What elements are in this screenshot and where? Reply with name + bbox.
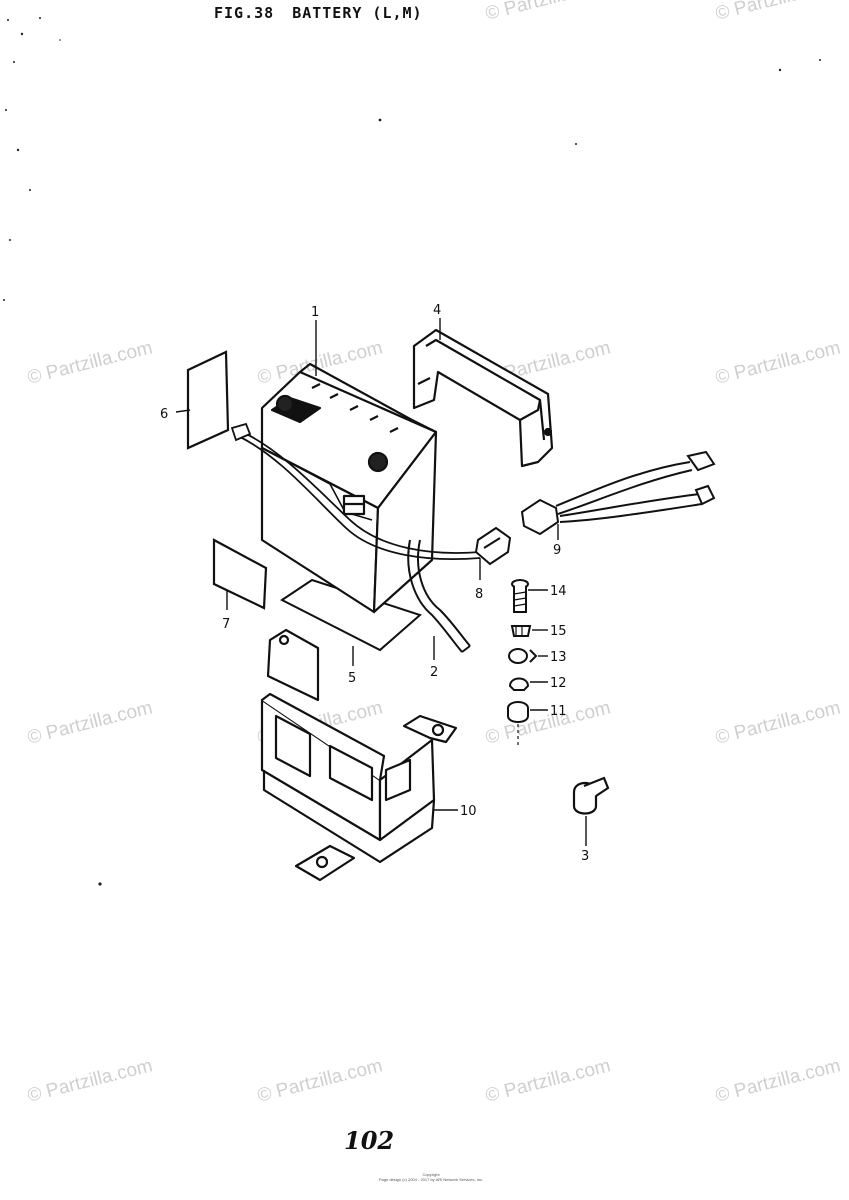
figure-number: FIG.38 (214, 4, 275, 22)
callout-10: 10 (460, 804, 477, 819)
page-number: 102 (344, 1126, 395, 1155)
callout-1: 1 (311, 305, 319, 320)
callout-12: 12 (550, 676, 567, 691)
callout-3: 3 (581, 849, 589, 864)
battery-pad (280, 578, 422, 652)
fasteners (507, 579, 538, 746)
battery (260, 362, 438, 614)
callout-14: 14 (550, 584, 567, 599)
washer-13 (508, 648, 538, 664)
vent-tube (407, 539, 471, 653)
callout-15: 15 (550, 624, 567, 639)
callout-11: 11 (550, 704, 567, 719)
callout-8: 8 (475, 587, 483, 602)
wire-clamp (572, 776, 610, 815)
callout-4: 4 (433, 303, 441, 318)
battery-band (412, 328, 554, 468)
scan-noise (3, 17, 821, 886)
copyright-line-2: Page design (c) 2004 - 2017 by ARI Netwo… (378, 1177, 484, 1182)
copyright-notice: Copyright Page design (c) 2004 - 2017 by… (366, 1172, 496, 1182)
callout-2: 2 (430, 665, 438, 680)
callout-9: 9 (553, 543, 561, 558)
bolt-14 (511, 579, 529, 613)
figure-name: BATTERY (L,M) (292, 4, 423, 22)
wiring-harness (520, 450, 716, 536)
battery-tray (260, 628, 458, 882)
battery-cable (230, 422, 481, 560)
callout-7: 7 (222, 617, 230, 632)
cushion-12 (508, 677, 530, 691)
fuse-holder (474, 526, 512, 566)
callout-6: 6 (160, 407, 168, 422)
battery-label-7 (212, 538, 268, 610)
nut-11 (507, 701, 529, 723)
washer-15 (510, 625, 532, 637)
copyright-line-1: Copyright (422, 1172, 440, 1177)
callout-13: 13 (550, 650, 567, 665)
callouts: 1 4 6 7 5 2 8 9 14 15 13 12 11 10 3 (160, 303, 589, 864)
leader-lines (175, 318, 587, 846)
figure-title: FIG.38 BATTERY (L,M) (214, 4, 441, 22)
battery-label-6 (186, 350, 230, 450)
callout-5: 5 (348, 671, 356, 686)
